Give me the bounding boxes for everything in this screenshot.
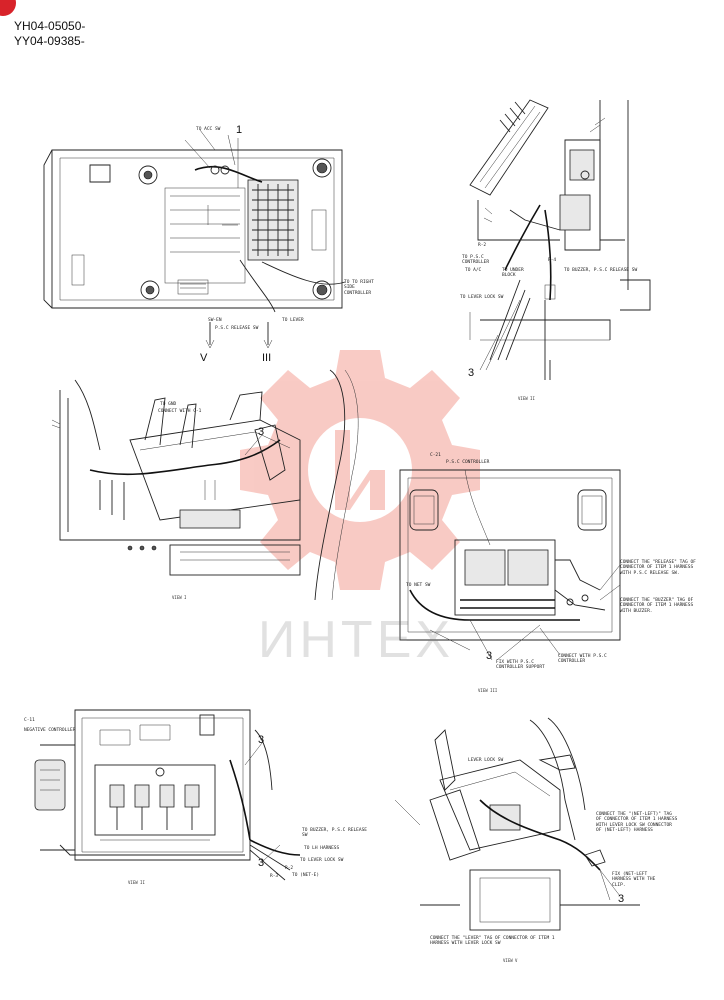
callout-3-bottom-right: 3 <box>618 893 625 905</box>
label-right-controller: TO TO RIGHT SIDE CONTROLLER <box>344 280 374 296</box>
label-acc-sw: TO ACC SW <box>196 127 221 132</box>
label-lever-lock: TO LEVER LOCK SW <box>460 295 504 300</box>
callout-3-mid-right: 3 <box>486 650 493 662</box>
label-to-lever: TO LEVER <box>282 318 304 323</box>
note-lever-tag: CONNECT THE "LEVER" TAG OF CONNECTOR OF … <box>430 936 555 947</box>
label-to-net-sw: TO NET SW <box>406 583 431 588</box>
callout-3-bottom-left-b: 3 <box>258 857 265 869</box>
label-lever-lock-sw: LEVER LOCK SW <box>468 758 504 763</box>
label-r2: R-2 <box>478 243 487 248</box>
label-psc-controller: TO P.S.C CONTROLLER <box>462 255 490 266</box>
note-release-tag: CONNECT THE "RELEASE" TAG OF CONNECTOR O… <box>620 560 696 576</box>
watermark-text: ИНТЕХ <box>258 611 455 669</box>
label-r2-bl: R-2 <box>285 866 294 871</box>
seat-view-bottom-right <box>394 717 640 931</box>
label-fix-support: FIX WITH P.S.C CONTROLLER SUPPORT <box>496 660 545 671</box>
callout-1: 1 <box>236 124 243 136</box>
view-marker-iii: III <box>262 352 272 364</box>
callout-3-mid-left: 3 <box>258 426 265 438</box>
label-psc-release: P.S.C RELEASE SW <box>215 326 259 331</box>
rear-view-bottom-left <box>34 709 301 881</box>
caption-mid-left: VIEW I <box>172 595 187 600</box>
label-r4: R-4 <box>548 258 557 263</box>
side-view-top-right <box>469 99 651 380</box>
code-c21: C-21 <box>430 453 441 458</box>
note-buzzer-tag: CONNECT THE "BUZZER" TAG OF CONNECTOR OF… <box>620 598 694 614</box>
caption-top-right: VIEW II <box>518 396 535 401</box>
label-lever-lock-bl: TO LEVER LOCK SW <box>300 858 344 863</box>
top-view-mid-right <box>399 469 621 656</box>
label-connect-psc: CONNECT WITH P.S.C CONTROLLER <box>558 654 607 665</box>
view-marker-v: V <box>200 352 208 364</box>
caption-bottom-left: VIEW II <box>128 880 145 885</box>
serial-number-2: YY04-09385- <box>14 34 85 48</box>
perspective-view-mid-left <box>51 369 359 601</box>
label-buzzer-release-bl: TO BUZZER, P.S.C RELEASE SW <box>302 828 368 839</box>
label-sw-en: SW-EN <box>208 318 222 323</box>
caption-mid-right: VIEW III <box>478 688 498 693</box>
caption-bottom-right: VIEW V <box>503 958 518 963</box>
label-negative-controller: NEGATIVE CONTROLLER <box>24 728 76 733</box>
label-connect-c1: CONNECT WITH C-1 <box>158 409 202 414</box>
plan-view-top <box>43 129 346 349</box>
label-fix-clip: FIX (NET-LEFT HARNESS WITH THE CLIP. <box>612 872 656 888</box>
label-to-ac: TO A/C <box>465 268 482 273</box>
label-lh-harness: TO LH HARNESS <box>304 846 340 851</box>
label-psc-controller-mid: P.S.C CONTROLLER <box>446 460 490 465</box>
label-under-block: TO UNDER BLOCK <box>502 268 524 279</box>
label-buzzer-release: TO BUZZER, P.S.C RELEASE SW <box>564 268 638 273</box>
label-to-gnd: TO GND <box>160 402 177 407</box>
label-to-net-e: TO (NET-E) <box>292 873 320 878</box>
note-net-left-tag: CONNECT THE "(NET-LEFT)" TAG OF CONNECTO… <box>596 812 678 834</box>
callout-3-bottom-left-a: 3 <box>258 734 265 746</box>
serial-number-1: YH04-05050- <box>14 19 86 33</box>
code-c11: C-11 <box>24 718 35 723</box>
callout-3-top-right: 3 <box>468 367 475 379</box>
label-r3-bl: R-3 <box>270 874 279 879</box>
